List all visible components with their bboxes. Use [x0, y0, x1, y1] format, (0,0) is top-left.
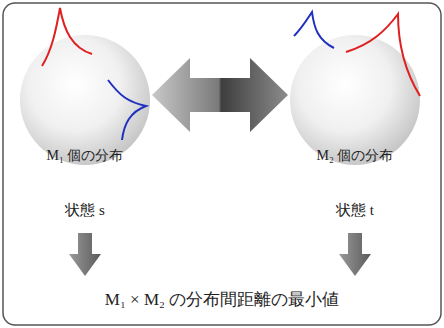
down-arrow [339, 233, 371, 276]
distribution-count: M₁ 個の分布 [0, 147, 170, 165]
sphere-node: M₁ 個の分布状態 s [20, 35, 150, 165]
double-arrow [152, 58, 288, 132]
outer-frame [3, 3, 441, 325]
result-label: M₁ × M₂ の分布間距離の最小値 [0, 288, 444, 311]
state-label: 状態 s [0, 201, 170, 220]
sphere [20, 35, 150, 165]
down-arrow [69, 233, 101, 276]
distribution-count: M₂ 個の分布 [270, 147, 440, 165]
sphere-node: M₂ 個の分布状態 t [290, 35, 420, 165]
distribution-curve [42, 8, 92, 66]
sphere [290, 35, 420, 165]
state-label: 状態 t [270, 201, 440, 220]
distribution-curve [294, 12, 334, 48]
distribution-curve [108, 80, 146, 140]
distribution-curve [346, 14, 420, 96]
